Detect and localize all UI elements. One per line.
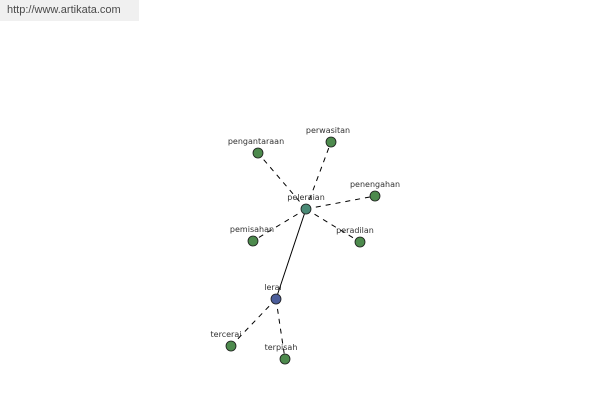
node-label-peradilan: peradilan [336, 226, 374, 235]
node-perwasitan[interactable] [325, 136, 337, 148]
node-label-lerai: lerai [264, 283, 282, 292]
edge-lerai-tercerai [230, 298, 277, 347]
source-url[interactable]: http://www.artikata.com [7, 4, 121, 16]
node-lerai[interactable] [270, 293, 282, 305]
node-label-tercerai: tercerai [211, 330, 242, 339]
node-tercerai[interactable] [225, 340, 237, 352]
edge-peleraian-peradilan [305, 208, 361, 243]
edge-lerai-terpisah [275, 298, 286, 360]
node-peleraian[interactable] [300, 203, 312, 215]
node-penengahan[interactable] [369, 190, 381, 202]
node-label-peleraian: peleraian [287, 193, 325, 202]
node-label-penengahan: penengahan [350, 180, 400, 189]
graph-labels: peleraian lerai pengantaraan perwasitan pene… [211, 126, 401, 352]
node-label-pengantaraan: pengantaraan [228, 137, 284, 146]
node-peradilan[interactable] [354, 236, 366, 248]
graph-edges [230, 141, 376, 360]
edge-peleraian-pemisahan [252, 208, 307, 242]
node-pengantaraan[interactable] [252, 147, 264, 159]
node-pemisahan[interactable] [247, 235, 259, 247]
edge-lerai-peleraian [275, 208, 307, 300]
node-label-pemisahan: pemisahan [230, 225, 274, 234]
edge-peleraian-pengantaraan [257, 152, 307, 210]
node-label-perwasitan: perwasitan [306, 126, 350, 135]
node-label-terpisah: terpisah [265, 343, 298, 352]
node-terpisah[interactable] [279, 353, 291, 365]
edge-peleraian-penengahan [305, 195, 376, 210]
graph-nodes [225, 136, 381, 365]
source-banner: http://www.artikata.com [0, 0, 139, 21]
edge-peleraian-perwasitan [305, 141, 332, 210]
